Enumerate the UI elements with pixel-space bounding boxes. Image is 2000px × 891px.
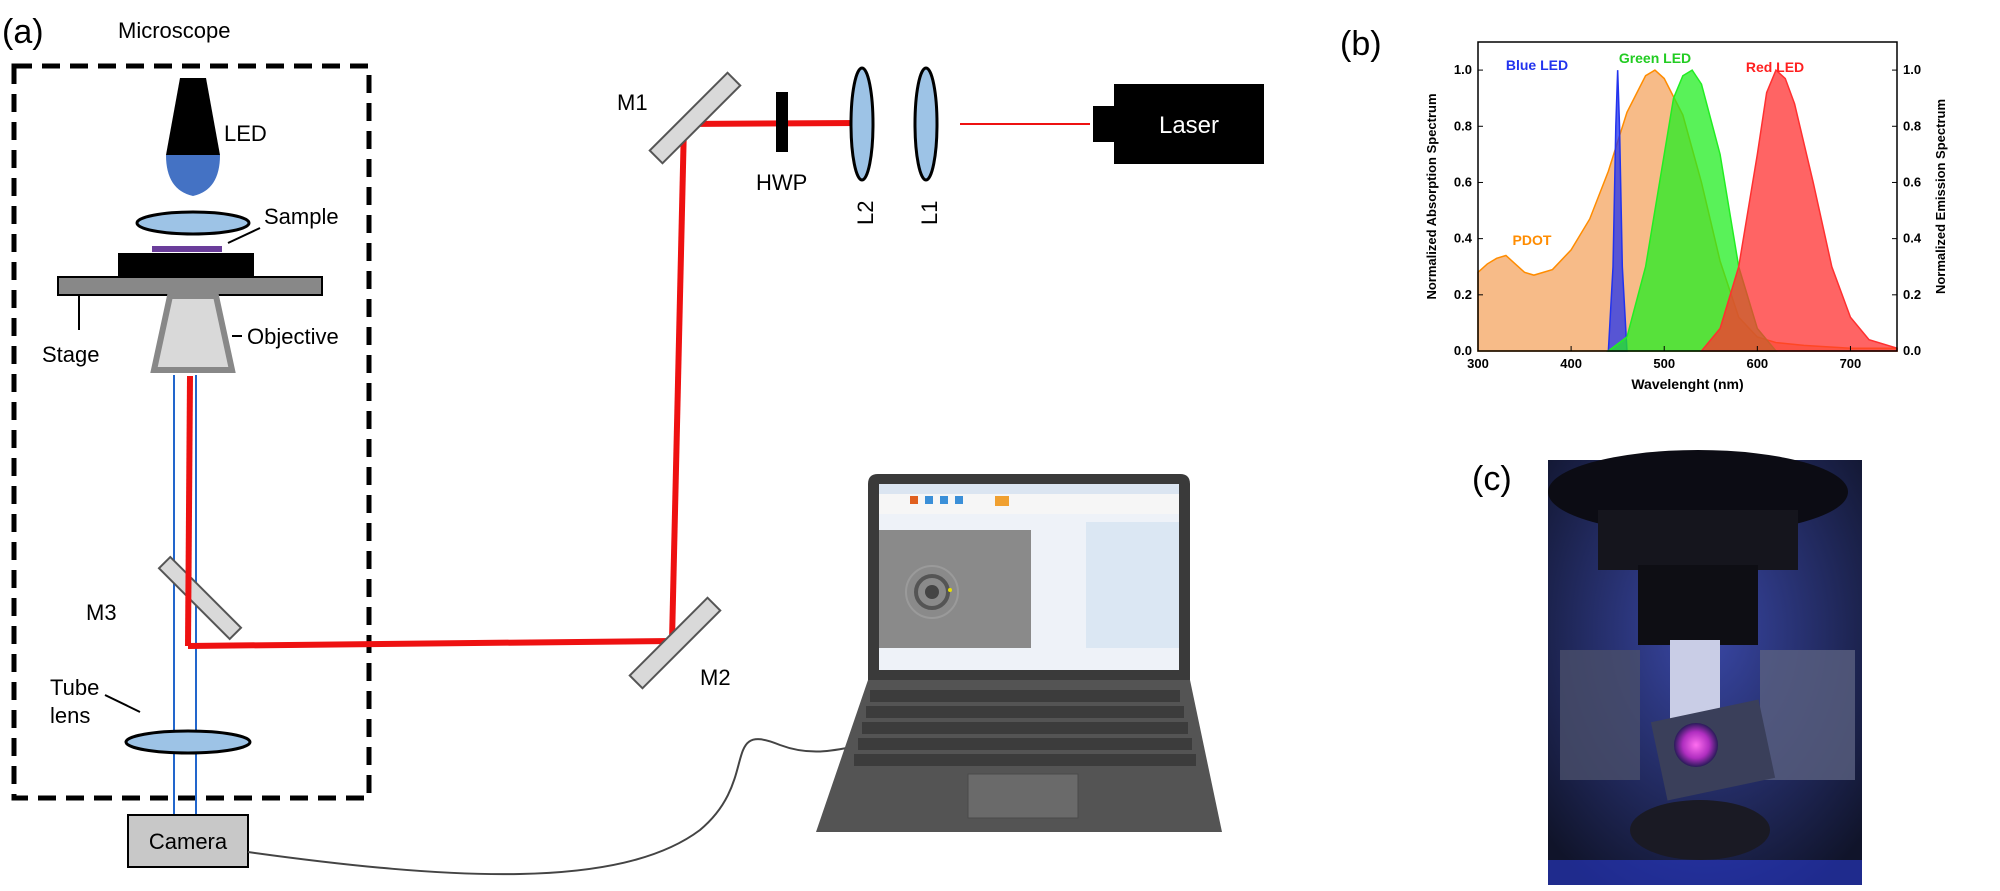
m2-label: M2 xyxy=(700,665,731,690)
led-source xyxy=(166,78,220,196)
condenser-lens xyxy=(135,210,251,236)
lens-l2 xyxy=(849,66,875,182)
y-axis-label-left: Normalized Absorption Spectrum xyxy=(1424,93,1439,299)
series-area-red-led xyxy=(1699,68,1898,352)
x-tick-label: 400 xyxy=(1560,356,1582,371)
y-axis-label-right: Normalized Emission Spectrum xyxy=(1933,99,1948,294)
x-tick-label: 300 xyxy=(1467,356,1489,371)
x-tick-label: 600 xyxy=(1746,356,1768,371)
x-axis-label: Wavelenght (nm) xyxy=(1631,376,1743,392)
y-tick-label-left: 0.6 xyxy=(1454,174,1472,189)
microscope-box xyxy=(11,63,372,801)
half-wave-plate xyxy=(776,92,788,152)
series-label-pdot: PDOT xyxy=(1513,232,1552,248)
y-tick-label-left: 0.0 xyxy=(1454,343,1472,358)
lens-label: lens xyxy=(50,703,90,728)
panel-label-a: (a) xyxy=(2,13,44,51)
touchpad xyxy=(967,773,1079,819)
laptop xyxy=(816,474,1222,832)
microscope-label: Microscope xyxy=(118,18,230,43)
y-tick-label-right: 0.8 xyxy=(1903,118,1921,133)
series-label-blue-led: Blue LED xyxy=(1506,57,1568,73)
series-label-red-led: Red LED xyxy=(1746,59,1804,75)
tube-lens xyxy=(124,729,252,755)
y-tick-label-left: 1.0 xyxy=(1454,62,1472,77)
y-tick-label-right: 1.0 xyxy=(1903,62,1921,77)
x-tick-label: 500 xyxy=(1653,356,1675,371)
y-tick-label-right: 0.4 xyxy=(1903,231,1922,246)
stage xyxy=(57,276,323,296)
panel-label-c: (c) xyxy=(1472,460,1512,498)
stage-label: Stage xyxy=(42,342,100,367)
y-tick-label-right: 0.0 xyxy=(1903,343,1921,358)
screen-image xyxy=(879,530,1031,648)
series-label-green-led: Green LED xyxy=(1619,50,1691,66)
lens-l1 xyxy=(913,66,939,182)
hwp-label: HWP xyxy=(756,170,807,195)
laser-source xyxy=(1114,84,1264,164)
sample xyxy=(152,246,222,252)
y-tick-label-right: 0.2 xyxy=(1903,287,1921,302)
panel-label-b: (b) xyxy=(1340,25,1382,63)
mirror-m2 xyxy=(628,596,722,690)
y-tick-label-left: 0.2 xyxy=(1454,287,1472,302)
sample-holder xyxy=(118,253,254,278)
keyboard-keys xyxy=(854,690,1196,766)
objective-label: Objective xyxy=(247,324,339,349)
x-tick-label: 700 xyxy=(1840,356,1862,371)
plot-frame xyxy=(1477,41,1898,352)
microscope-photo xyxy=(1548,450,1862,885)
sample-arrow xyxy=(227,227,261,244)
l2-label: L2 xyxy=(853,201,878,225)
camera-label: Camera xyxy=(149,829,228,854)
camera-cable xyxy=(247,738,881,876)
tube-label: Tube xyxy=(50,675,99,700)
l1-label: L1 xyxy=(917,201,942,225)
laser-beam xyxy=(185,120,1090,649)
y-tick-label-left: 0.8 xyxy=(1454,118,1472,133)
y-tick-label-left: 0.4 xyxy=(1454,231,1473,246)
objective xyxy=(150,293,236,373)
laser-label: Laser xyxy=(1159,112,1219,139)
y-tick-label-right: 0.6 xyxy=(1903,174,1921,189)
sample-label: Sample xyxy=(264,204,339,229)
tube-lens-arrow xyxy=(104,694,141,713)
mirror-m3 xyxy=(157,555,243,641)
mirror-m1 xyxy=(648,71,742,165)
m3-label: M3 xyxy=(86,600,117,625)
m1-label: M1 xyxy=(617,90,648,115)
spectrum-chart: 300 400 500 600 700 0.0 0.0 0.2 0.2 0.4 0.4 0.6 0.6 0… xyxy=(1424,41,1948,392)
led-label: LED xyxy=(224,121,267,146)
camera xyxy=(127,814,249,868)
laser-aperture xyxy=(1093,106,1115,142)
